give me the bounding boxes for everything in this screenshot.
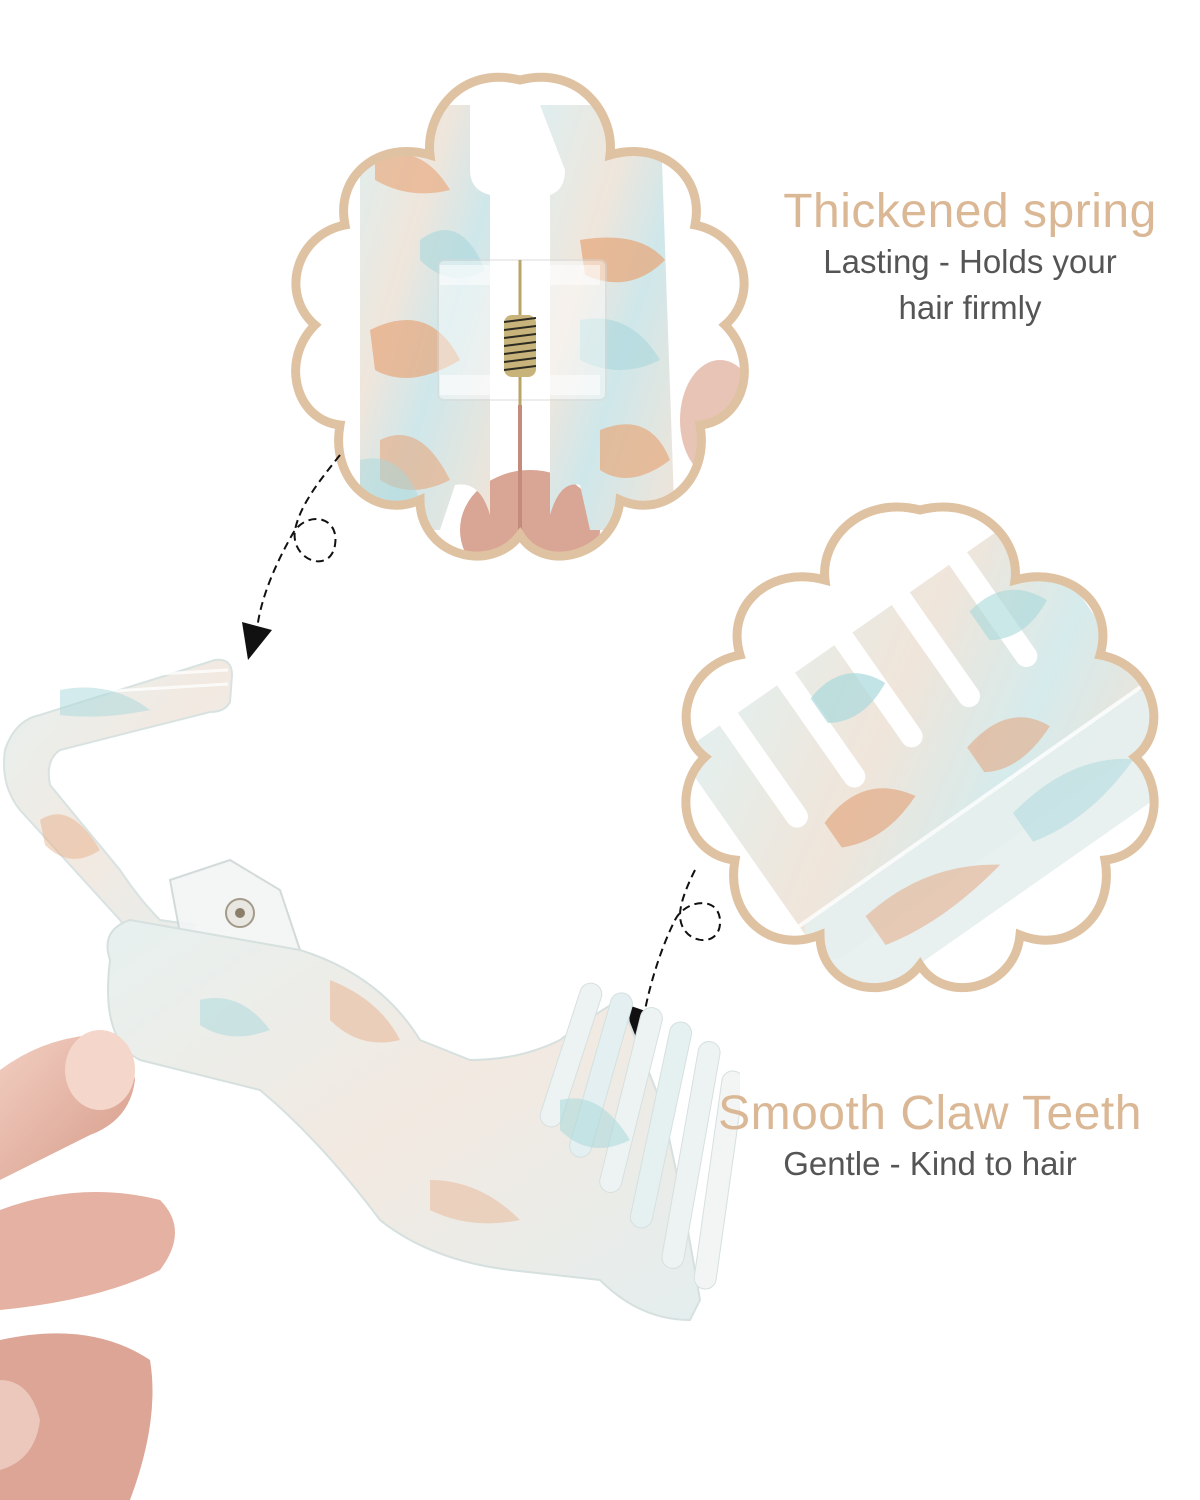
spring-coil <box>503 315 537 377</box>
feature-subtitle: Gentle - Kind to hair <box>783 1145 1077 1182</box>
claw-clip-upper-jaw <box>3 658 234 952</box>
feature-callout-spring: Thickened spring Lasting - Holds your ha… <box>760 188 1180 327</box>
feature-subtitle: hair firmly <box>898 288 1042 326</box>
feature-subtitle: Lasting - Holds your <box>823 243 1117 280</box>
teeth-detail-frame <box>681 502 1159 992</box>
scalloped-frame-outline <box>291 72 749 561</box>
feature-title: Smooth Claw Teeth <box>718 1087 1142 1140</box>
spring-detail-frame <box>291 72 749 561</box>
scalloped-frame-outline <box>681 502 1159 992</box>
dashed-loop-arrow-icon <box>242 454 341 660</box>
claw-clip-photo <box>0 658 740 1500</box>
feature-callout-teeth: Smooth Claw Teeth Gentle - Kind to hair <box>690 1090 1170 1184</box>
hand <box>0 1030 175 1500</box>
claw-clip-lower-jaw <box>106 918 740 1322</box>
feature-title: Thickened spring <box>783 185 1157 238</box>
